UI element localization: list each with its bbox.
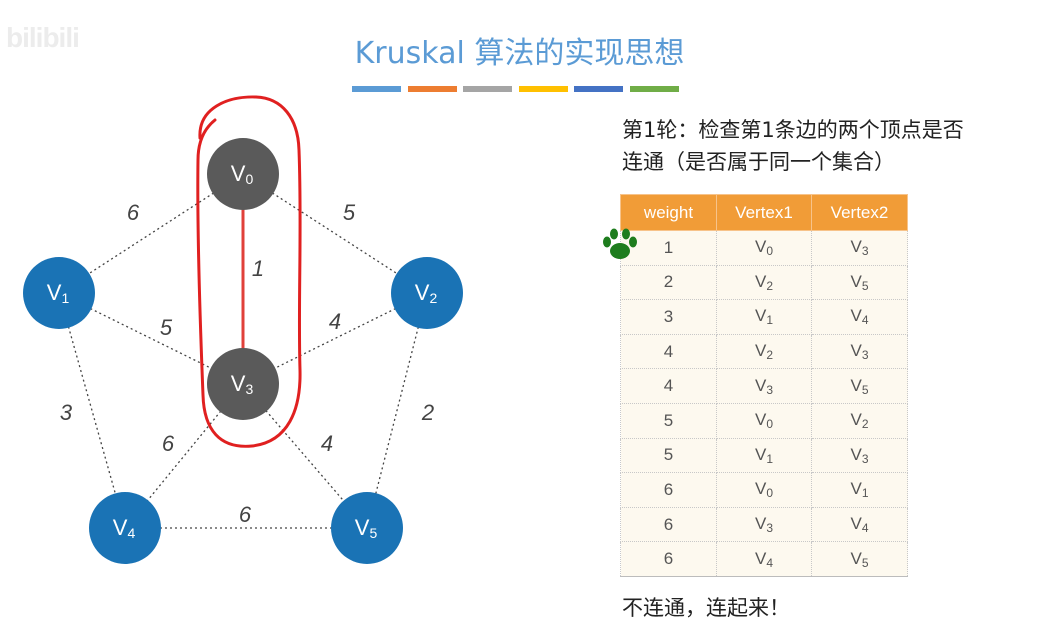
- edge-weight-label: 1: [252, 256, 264, 281]
- cell-weight: 6: [620, 506, 717, 543]
- header-weight: weight: [620, 194, 717, 231]
- header-vertex2: Vertex2: [811, 194, 908, 231]
- cell-vertex1: V0: [716, 402, 812, 439]
- round-description: 第1轮：检查第1条边的两个顶点是否 连通（是否属于同一个集合）: [622, 114, 1022, 178]
- paw-print-icon: [603, 228, 637, 259]
- cell-vertex1: V2: [716, 264, 812, 301]
- title-bar-segment: [574, 86, 623, 92]
- title-bar-segment: [407, 86, 457, 92]
- cell-vertex2: V3: [811, 230, 908, 266]
- graph-edge-V0-V1: [58, 173, 244, 294]
- description-line-1: 第1轮：检查第1条边的两个顶点是否: [622, 118, 964, 142]
- cell-vertex1: V3: [716, 368, 812, 404]
- cell-weight: 4: [620, 368, 717, 404]
- header-vertex1: Vertex1: [716, 194, 812, 231]
- cell-vertex2: V5: [811, 264, 908, 301]
- highlight-loop: [196, 95, 302, 448]
- vertex-node-v3: [207, 348, 279, 420]
- description-line-2: 连通（是否属于同一个集合）: [622, 150, 895, 174]
- title-bar-segment: [629, 86, 679, 92]
- edge-table-header-row: weight Vertex1 Vertex2: [620, 194, 908, 231]
- vertex-node-v2: [391, 257, 463, 329]
- edge-weight-label: 6: [162, 431, 175, 456]
- cell-vertex1: V0: [716, 472, 812, 508]
- vertex-node-v4: [89, 492, 161, 564]
- bilibili-watermark: bilibili: [6, 22, 80, 53]
- cell-weight: 5: [620, 402, 717, 439]
- edge-weight-label: 4: [329, 309, 341, 334]
- cell-vertex1: V1: [716, 437, 812, 474]
- graph-edge-V1-V4: [58, 292, 126, 529]
- edge-weight-label: 6: [239, 502, 252, 527]
- cell-vertex1: V1: [716, 299, 812, 335]
- cell-vertex2: V1: [811, 472, 908, 508]
- cell-vertex2: V4: [811, 299, 908, 335]
- title-bar-segment: [463, 86, 512, 92]
- edge-weight-label: 6: [127, 200, 140, 225]
- vertex-node-v1: [23, 257, 95, 329]
- cell-vertex2: V2: [811, 402, 908, 439]
- cell-vertex1: V0: [716, 230, 812, 266]
- cell-vertex1: V3: [716, 506, 812, 543]
- page-title: Kruskal 算法的实现思想: [354, 36, 685, 71]
- cell-weight: 3: [620, 299, 717, 335]
- cell-weight: 6: [620, 541, 717, 577]
- graph-edge-V0-V2: [242, 173, 428, 294]
- cell-vertex2: V4: [811, 506, 908, 543]
- edge-weight-label: 4: [321, 431, 333, 456]
- cell-vertex2: V5: [811, 541, 908, 577]
- cell-weight: 1: [620, 230, 717, 266]
- title-bar-segment: [518, 86, 568, 92]
- cell-weight: 2: [620, 264, 717, 301]
- cell-vertex2: V3: [811, 437, 908, 474]
- vertex-node-v0: [207, 138, 279, 210]
- edge-weight-label: 3: [60, 400, 73, 425]
- vertex-node-v5: [331, 492, 403, 564]
- cell-vertex1: V2: [716, 333, 812, 370]
- edge-weight-label: 5: [343, 200, 356, 225]
- edge-weight-label: 2: [421, 400, 434, 425]
- cell-weight: 5: [620, 437, 717, 474]
- cell-weight: 4: [620, 333, 717, 370]
- title-bar-segment: [352, 86, 401, 92]
- cell-vertex2: V3: [811, 333, 908, 370]
- cell-vertex1: V4: [716, 541, 812, 577]
- cell-weight: 6: [620, 472, 717, 508]
- result-text: 不连通，连起来！: [622, 596, 790, 620]
- graph-edge-V2-V5: [366, 292, 428, 529]
- edge-weight-label: 5: [160, 315, 173, 340]
- cell-vertex2: V5: [811, 368, 908, 404]
